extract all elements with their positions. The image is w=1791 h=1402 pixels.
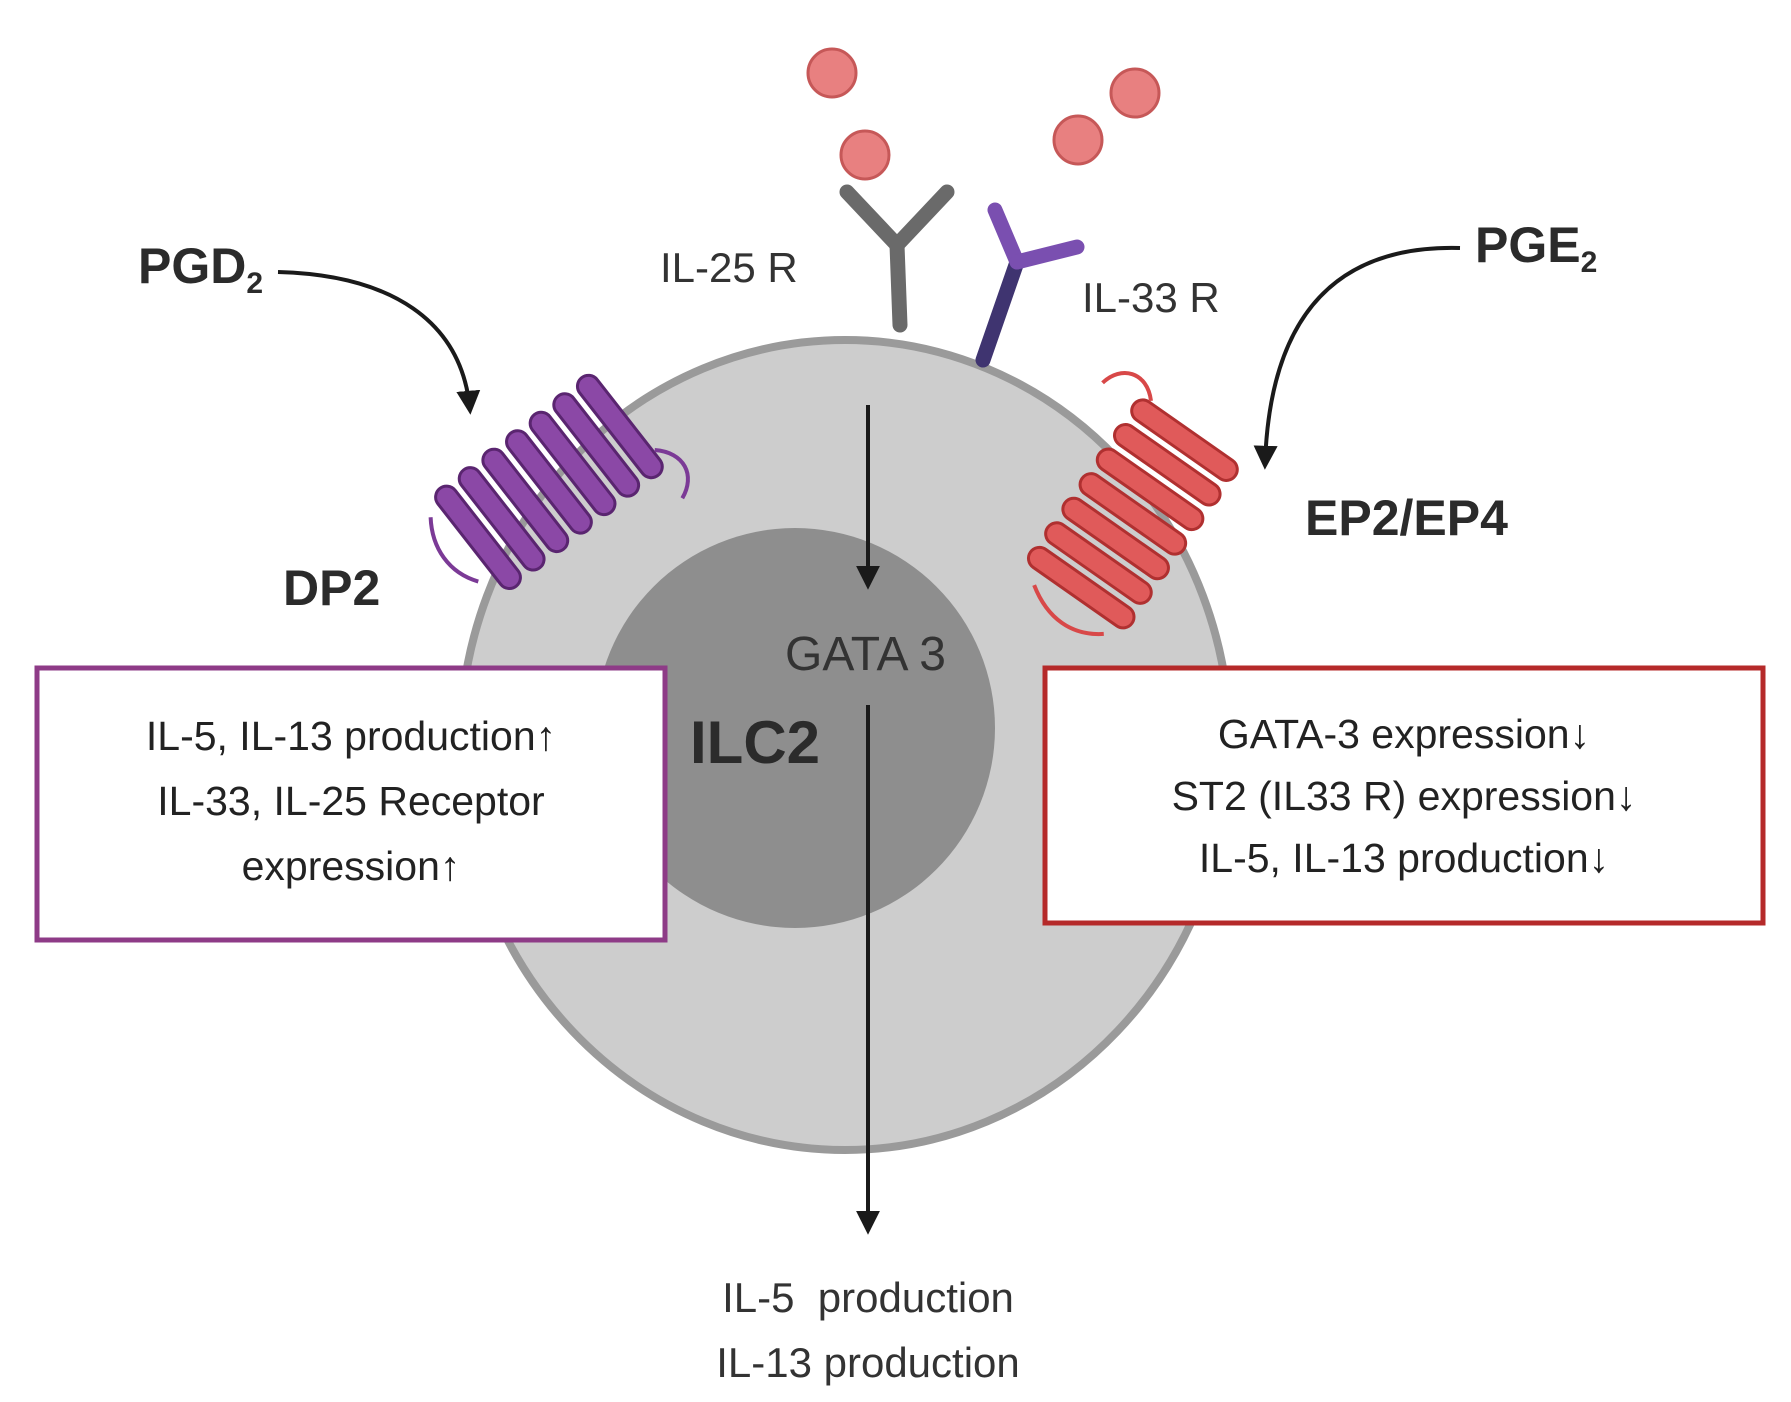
dp2-label: DP2 bbox=[283, 560, 380, 616]
ep-effect-line: IL-5, IL-13 production↓ bbox=[1199, 835, 1609, 881]
dp2-effect-line: IL-33, IL-25 Receptor bbox=[157, 778, 544, 824]
pgd2-to-dp2-arrow bbox=[277, 270, 481, 415]
output-line: IL-5 production bbox=[722, 1274, 1014, 1321]
pge2-to-ep-arrow bbox=[1253, 245, 1461, 470]
ilc2-label: ILC2 bbox=[690, 709, 820, 776]
cytokine-particle bbox=[806, 47, 858, 99]
il25-receptor-label: IL-25 R bbox=[660, 244, 798, 291]
gata3-label: GATA 3 bbox=[785, 628, 946, 681]
cytokine-particle bbox=[1052, 114, 1104, 166]
dp2-receptor-icon bbox=[428, 373, 690, 591]
cytokine-particle bbox=[839, 129, 891, 181]
cytokine-particle bbox=[1109, 67, 1161, 119]
ep-effect-line: ST2 (IL33 R) expression↓ bbox=[1172, 773, 1637, 819]
pge2-label: PGE2 bbox=[1475, 217, 1597, 279]
ep2-ep4-receptor-icon bbox=[1026, 371, 1239, 636]
il33-receptor-label: IL-33 R bbox=[1082, 274, 1220, 321]
il25-receptor-icon bbox=[839, 184, 955, 333]
cytokine-particles bbox=[806, 47, 1161, 181]
ep2-ep4-label: EP2/EP4 bbox=[1305, 490, 1508, 546]
ep-effects-box: GATA-3 expression↓ ST2 (IL33 R) expressi… bbox=[1042, 665, 1766, 926]
il33-receptor-icon bbox=[975, 202, 1085, 368]
pgd2-label: PGD2 bbox=[138, 238, 263, 300]
ep-effect-line: GATA-3 expression↓ bbox=[1218, 711, 1590, 757]
dp2-effects-box: IL-5, IL-13 production↑ IL-33, IL-25 Rec… bbox=[34, 665, 668, 943]
dp2-effect-line: expression↑ bbox=[242, 843, 461, 889]
ilc2-nucleus bbox=[595, 528, 995, 928]
output-line: IL-13 production bbox=[716, 1339, 1020, 1386]
dp2-effect-line: IL-5, IL-13 production↑ bbox=[146, 713, 556, 759]
